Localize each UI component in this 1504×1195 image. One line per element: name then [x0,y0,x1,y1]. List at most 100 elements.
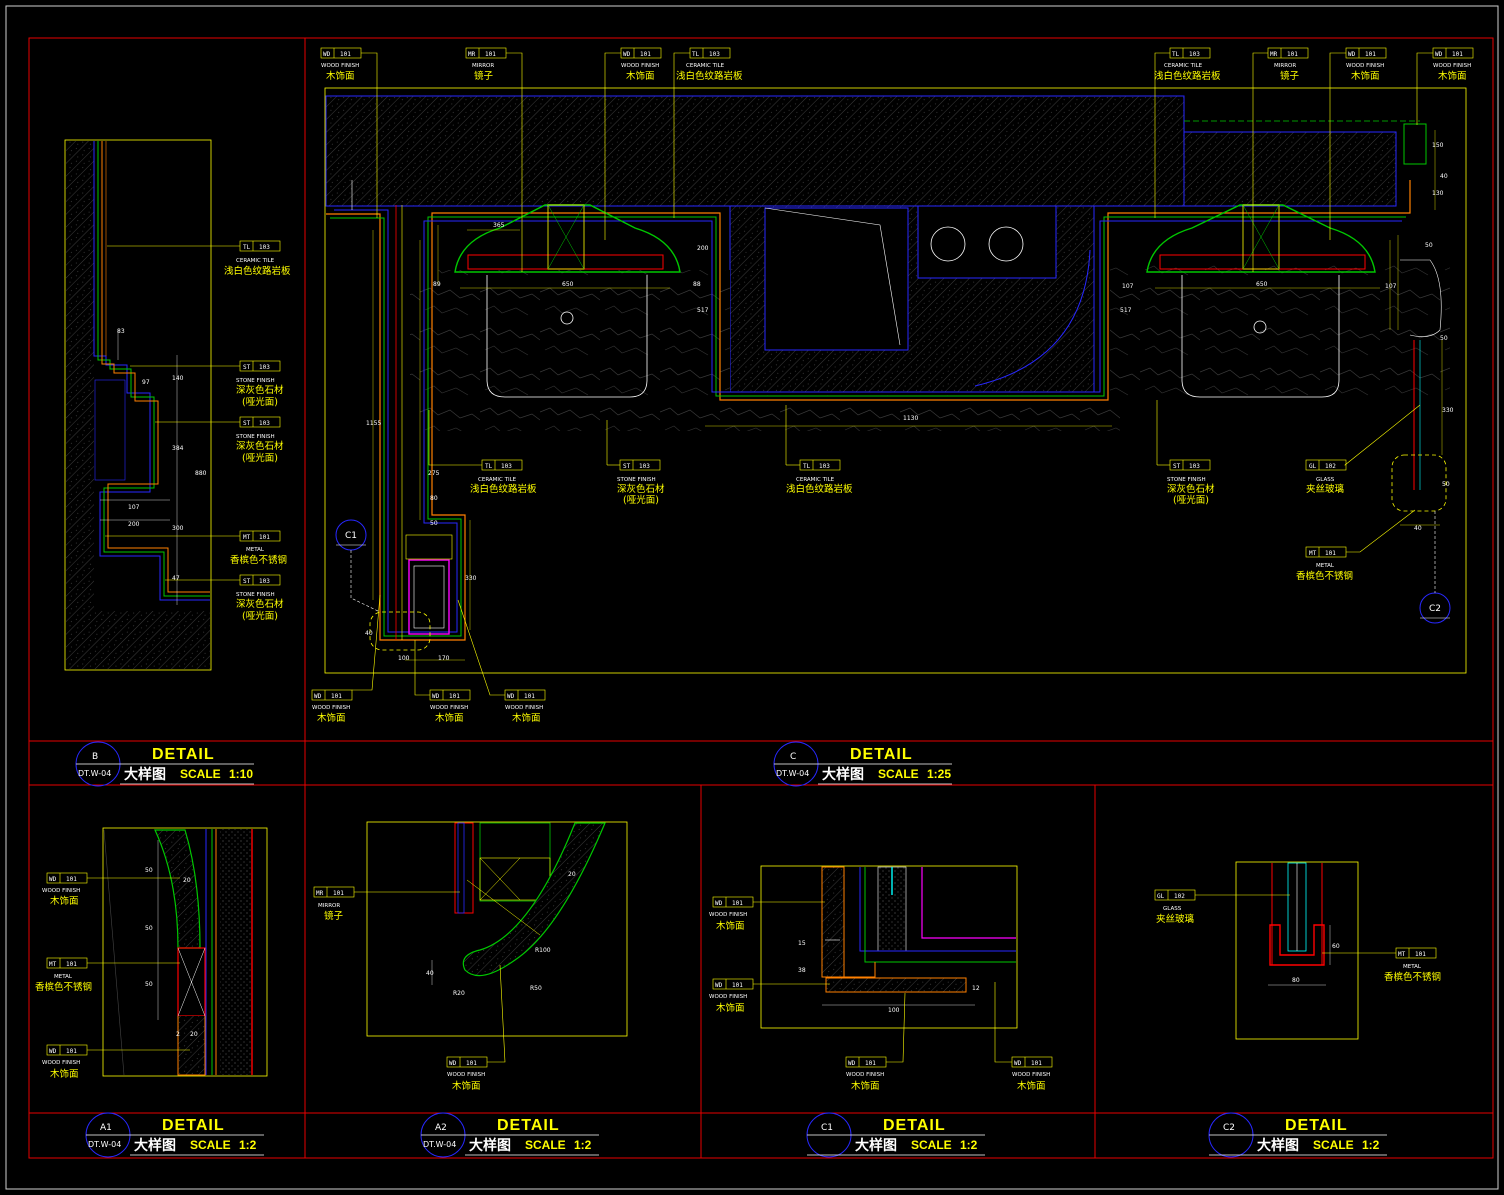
panel-c-tag-tile-mid-1: TL 103 CERAMIC TILE 浅白色纹路岩板 [428,410,537,495]
title-block-a2: A2 DT.W-04 DETAIL 大样图 SCALE 1:2 [420,1112,599,1158]
tag-cn: 木饰面 [1017,1080,1046,1092]
panel-c1-dimensions: 15 38 100 12 [798,940,980,1014]
tag-code: MR [316,890,324,897]
tag-code: ST [243,420,251,427]
tag-num: 101 [1452,51,1463,58]
dim-200: 200 [128,521,140,528]
tag-code: WD [323,51,331,58]
dim-text: 330 [1442,407,1454,414]
tag-en: WOOD FINISH [621,63,659,69]
tag-num: 101 [1415,951,1426,958]
cn-title: 大样图 [134,1137,176,1154]
panel-c-tag-glass: GL 102 GLASS 夹丝玻璃 [1305,404,1421,495]
tag-cn2: (哑光面) [1173,494,1209,506]
tag-en: STONE FINISH [1167,477,1206,483]
tag-cn: 木饰面 [326,70,355,82]
panel-c-tag-stone-mid-1: ST 103 STONE FINISH 深灰色石材 (哑光面) [606,420,665,506]
tag-cn: 深灰色石材 [236,598,284,610]
tag-num: 101 [259,534,270,541]
tag-cn: 浅白色纹路岩板 [1154,70,1221,82]
scale-label: SCALE [180,767,221,781]
tag-cn2: (哑光面) [242,396,278,408]
tag-en: WOOD FINISH [447,1072,485,1078]
tag-code: WD [715,900,723,907]
ref-id: A1 [100,1123,112,1133]
tag-cn: 木饰面 [716,920,745,932]
tag-cn: 香槟色不锈钢 [230,554,287,566]
tag-num: 101 [865,1060,876,1067]
tag-code: WD [49,876,57,883]
tag-cn: 香槟色不锈钢 [35,981,92,993]
tag-code: TL [485,463,493,470]
panel-a1-drawing [102,827,268,1077]
dim-107: 107 [128,504,140,511]
panel-c-dim-lines [372,130,1443,661]
tag-en: METAL [1316,563,1335,569]
cn-title: 大样图 [124,766,166,783]
dim-text: 517 [697,307,709,314]
scale-value: 1:10 [229,767,253,781]
dim-text: 1155 [366,420,381,427]
tag-num: 103 [259,420,270,427]
tag-cn2: (哑光面) [242,452,278,464]
dim-83: 83 [117,328,125,335]
panel-a2-tag-wood: WD 101 WOOD FINISH 木饰面 [446,964,506,1092]
panel-a2-dimensions: 20 R100 40 R20 R50 [426,871,576,997]
dim-text: 650 [1256,281,1268,288]
tag-en: WOOD FINISH [709,994,747,1000]
tag-en: WOOD FINISH [312,705,350,711]
scale-label: SCALE [911,1138,952,1152]
tag-cn2: (哑光面) [623,494,659,506]
tag-en: WOOD FINISH [430,705,468,711]
callout-label: C2 [1429,604,1441,614]
panel-c1-tag-wood-3: WD 101 WOOD FINISH 木饰面 [845,992,906,1092]
tag-num: 102 [1174,893,1185,900]
tag-code: TL [803,463,811,470]
tag-code: GL [1309,463,1317,470]
panel-b-tag-stone-1: ST 103 STONE FINISH 深灰色石材 (哑光面) [130,360,284,408]
tag-code: ST [243,578,251,585]
tag-cn: 木饰面 [1438,70,1467,82]
scale-value: 1:25 [927,767,951,781]
dim-text: 40 [1414,525,1422,532]
tag-cn: 浅白色纹路岩板 [676,70,743,82]
title-block-b: B DT.W-04 DETAIL 大样图 SCALE 1:10 [75,741,254,787]
dim-text: 20 [183,877,191,884]
tag-num: 103 [501,463,512,470]
tag-num: 101 [333,890,344,897]
tag-num: 101 [524,693,535,700]
tag-num: 101 [732,982,743,989]
tag-num: 101 [485,51,496,58]
detail-title: DETAIL [1285,1117,1348,1134]
detail-title: DETAIL [850,746,913,763]
tag-cn: 深灰色石材 [1167,483,1215,495]
tag-code: WD [623,51,631,58]
tag-en: WOOD FINISH [321,63,359,69]
dim-880: 880 [195,470,207,477]
panel-a2-drawing [366,821,628,1037]
panel-b-drawing [64,139,212,671]
tag-cn: 木饰面 [851,1080,880,1092]
ref-id: C [790,752,796,762]
tag-en: CERAMIC TILE [478,477,517,483]
tag-en: MIRROR [1274,63,1296,69]
cn-title: 大样图 [822,766,864,783]
dim-text: 130 [1432,190,1444,197]
tag-cn: 香槟色不锈钢 [1384,971,1441,983]
panel-c-drawing [324,87,1467,674]
dim-text: 107 [1385,283,1397,290]
dim-text: 100 [888,1007,900,1014]
tag-code: WD [49,1048,57,1055]
dim-text: 50 [1440,335,1448,342]
dim-text: 80 [430,495,438,502]
tag-code: MR [468,51,476,58]
tag-cn: 夹丝玻璃 [1156,913,1194,925]
ref-id: A2 [435,1123,447,1133]
panel-c-tag-metal: MT 101 METAL 香槟色不锈钢 [1296,509,1416,582]
tag-num: 103 [709,51,720,58]
dim-text: 2 [176,1031,180,1038]
tag-code: GL [1157,893,1165,900]
tag-code: WD [848,1060,856,1067]
tag-code: WD [1014,1060,1022,1067]
